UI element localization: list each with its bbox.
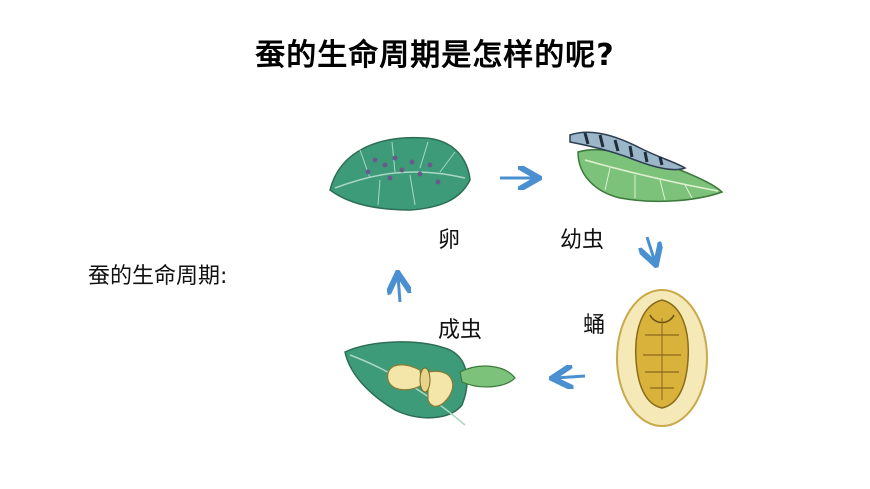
silkworm-larva-icon (569, 131, 687, 171)
arrow-larva-to-pupa (647, 236, 655, 262)
arrow-adult-to-egg (398, 276, 400, 303)
silk-moth-icon (387, 364, 454, 407)
stage-label-larva: 幼虫 (560, 228, 605, 253)
lifecycle-label: 蚕的生命周期: (88, 264, 228, 289)
egg-leaf-illustration (329, 136, 471, 211)
stage-label-pupa: 蛹 (583, 313, 606, 338)
larva-leaf-illustration (577, 149, 724, 203)
arrow-pupa-to-adult (555, 376, 586, 378)
pupa-illustration (616, 289, 708, 427)
stage-label-adult: 成虫 (438, 318, 483, 343)
stage-label-egg: 卵 (438, 228, 461, 253)
page-title: 蚕的生命周期是怎样的呢? (255, 38, 615, 73)
